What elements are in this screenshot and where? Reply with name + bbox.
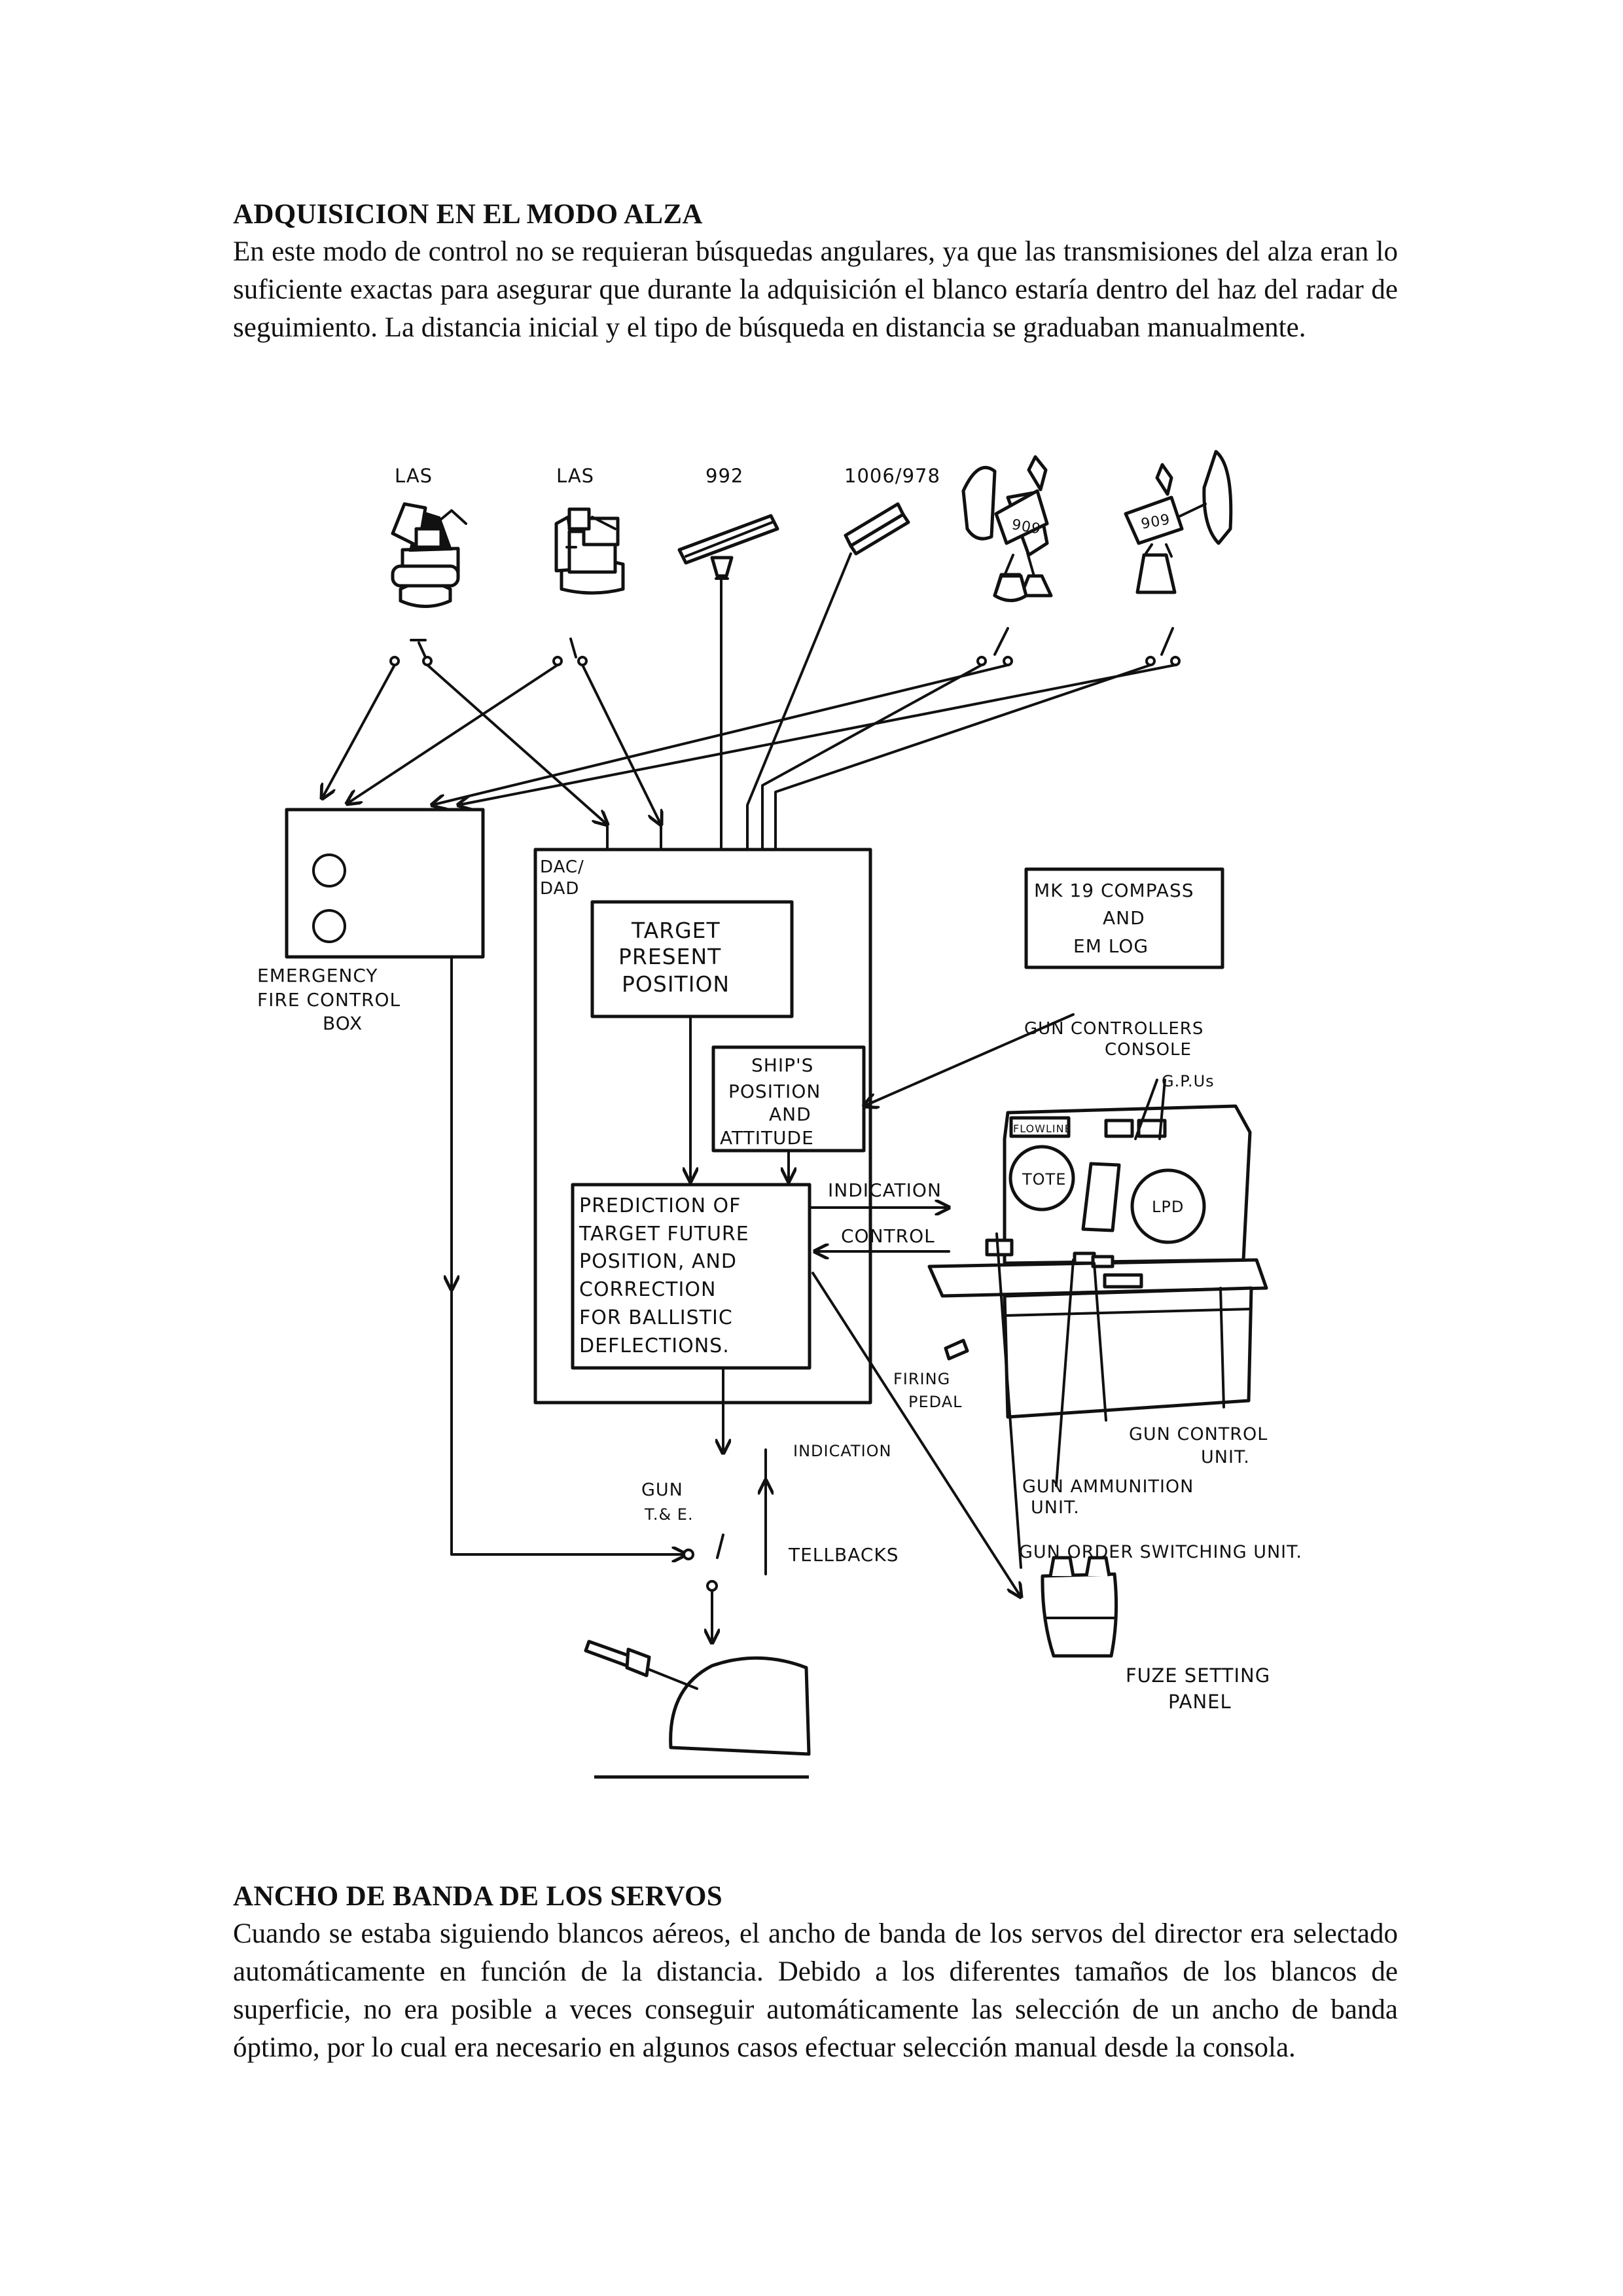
radar-909-right-icon [1124, 450, 1233, 594]
firing-pedal-icon [944, 1338, 969, 1361]
label-compass-3: EM LOG [1073, 935, 1149, 957]
label-prediction-2: TARGET FUTURE [579, 1223, 749, 1246]
dial-icon [312, 909, 346, 943]
section-title-servo-bandwidth: ANCHO DE BANDA DE LOS SERVOS [233, 1881, 722, 1912]
label-dac: DAC/ [540, 857, 584, 877]
label-gun: GUN [641, 1480, 683, 1500]
label-target-1: TARGET [631, 918, 721, 943]
label-gcu-1: GUN CONTROL [1129, 1424, 1268, 1444]
label-flowline: FLOWLINE [1013, 1122, 1072, 1135]
label-control: CONTROL [841, 1225, 935, 1247]
label-console-2: CONSOLE [1105, 1040, 1192, 1060]
label-emergency-1: EMERGENCY [257, 965, 378, 986]
section-title-elevation-mode: ADQUISICION EN EL MODO ALZA [233, 199, 703, 230]
gun-controllers-console [927, 1104, 1268, 1419]
label-firing-1: FIRING [893, 1370, 950, 1388]
label-target-2: PRESENT [618, 944, 721, 969]
label-fuze-1: FUZE SETTING [1126, 1664, 1270, 1687]
label-prediction-5: FOR BALLISTIC [579, 1306, 733, 1329]
label-compass-2: AND [1103, 907, 1145, 929]
dial-icon [312, 853, 346, 888]
label-compass-1: MK 19 COMPASS [1034, 880, 1194, 901]
label-gau-2: UNIT. [1031, 1498, 1080, 1518]
label-gpus: G.P.Us [1162, 1072, 1215, 1090]
label-te: T.& E. [644, 1505, 694, 1524]
target-present-position-box [590, 900, 794, 1018]
label-lpd: LPD [1152, 1198, 1184, 1216]
label-prediction-4: CORRECTION [579, 1278, 716, 1301]
label-gosu: GUN ORDER SWITCHING UNIT. [1019, 1542, 1302, 1562]
las-sight-1-icon [391, 502, 467, 608]
radar-909-left-icon [961, 455, 1053, 602]
gun-turret-icon [584, 1640, 811, 1779]
label-dad: DAD [540, 879, 579, 899]
prediction-box [571, 1183, 812, 1370]
label-las-1: LAS [395, 465, 433, 487]
label-tellbacks: TELLBACKS [788, 1544, 899, 1566]
label-ships-3: AND [769, 1103, 812, 1125]
label-console-1: GUN CONTROLLERS [1024, 1019, 1204, 1039]
radar-1006-978-icon [844, 502, 910, 556]
label-tote: TOTE [1022, 1170, 1066, 1189]
label-emergency-3: BOX [323, 1013, 363, 1034]
label-ships-2: POSITION [728, 1081, 821, 1102]
flowline-display-icon [1009, 1116, 1071, 1138]
label-gau-1: GUN AMMUNITION [1022, 1477, 1194, 1497]
radar-992-icon [677, 514, 779, 580]
label-gcu-2: UNIT. [1201, 1447, 1250, 1467]
section-paragraph-elevation-mode: En este modo de control no se requieran … [233, 236, 1398, 343]
fuze-setting-panel-icon [1041, 1556, 1118, 1658]
label-992: 992 [705, 465, 743, 487]
label-firing-2: PEDAL [908, 1393, 962, 1411]
label-las-2: LAS [556, 465, 594, 487]
las-sight-2-icon [554, 507, 625, 595]
label-prediction-6: DEFLECTIONS. [579, 1335, 730, 1357]
label-fuze-2: PANEL [1168, 1691, 1232, 1713]
label-ships-4: ATTITUDE [720, 1127, 814, 1149]
mk19-compass-box [1024, 867, 1224, 969]
label-indication-2: INDICATION [793, 1442, 891, 1460]
label-ships-1: SHIP'S [751, 1054, 813, 1076]
label-1006-978: 1006/978 [844, 465, 940, 487]
label-emergency-2: FIRE CONTROL [257, 989, 401, 1011]
label-prediction-1: PREDICTION OF [579, 1194, 741, 1217]
label-prediction-3: POSITION, AND [579, 1250, 737, 1273]
section-paragraph-servo-bandwidth: Cuando se estaba siguiendo blancos aéreo… [233, 1918, 1398, 2063]
ships-position-box [711, 1045, 866, 1153]
label-indication-1: INDICATION [828, 1179, 942, 1201]
label-target-3: POSITION [622, 971, 730, 997]
